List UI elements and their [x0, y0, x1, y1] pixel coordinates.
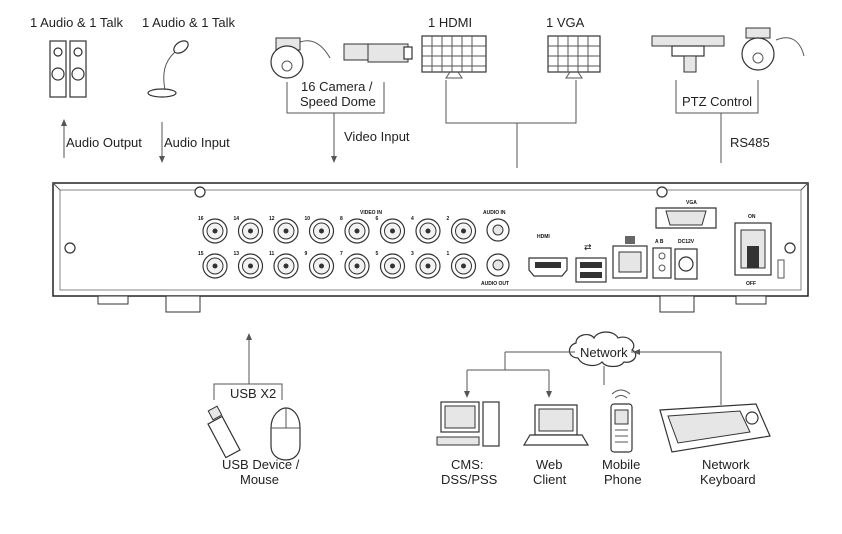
vga-monitor-label: 1 VGA [546, 15, 585, 30]
usb-device-label-line2: Mouse [240, 472, 279, 487]
bnc-port [273, 218, 299, 244]
usb-x2-label: USB X2 [230, 386, 276, 401]
video-in-panel-label: VIDEO IN [360, 210, 382, 216]
hdmi-monitor-icon [421, 35, 487, 79]
bnc-port-number: 5 [376, 251, 379, 257]
laptop-icon [522, 404, 590, 446]
audio-out-port [486, 253, 510, 277]
bnc-port-number: 6 [376, 216, 379, 222]
bnc-port-number: 7 [340, 251, 343, 257]
network-keyboard-label-line2: Keyboard [700, 472, 756, 487]
screw-icon [64, 242, 76, 254]
screw-icon [784, 242, 796, 254]
bnc-port [308, 218, 335, 244]
bnc-port [273, 253, 299, 279]
vga-monitor-icon [547, 35, 601, 79]
bnc-port-number: 2 [447, 216, 450, 222]
bnc-port-number: 14 [234, 216, 240, 222]
mobile-phone-label-line1: Mobile [602, 457, 640, 472]
mic-label: 1 Audio & 1 Talk [142, 15, 235, 30]
bnc-port [202, 218, 228, 244]
audio-input-label: Audio Input [164, 135, 230, 150]
vga-panel-label: VGA [686, 200, 697, 206]
bnc-port-number: 15 [198, 251, 204, 257]
bnc-port [415, 253, 441, 279]
rs485-label: RS485 [730, 135, 770, 150]
bnc-port-number: 11 [269, 251, 275, 257]
audio-output-label: Audio Output [66, 135, 142, 150]
usb-device-label-line1: USB Device / [222, 457, 300, 472]
power-switch [734, 222, 772, 276]
bnc-port [344, 253, 370, 279]
hdmi-monitor-label: 1 HDMI [428, 15, 472, 30]
mouse-icon [270, 407, 301, 461]
speed-dome-camera-icon [270, 37, 331, 79]
ptz-box-camera-icon [651, 35, 725, 73]
bnc-port-number: 9 [305, 251, 308, 257]
audio-in-port [486, 218, 510, 242]
video-input-label: Video Input [344, 129, 410, 144]
audio-out-panel-label: AUDIO OUT [481, 281, 509, 287]
usb-stick-icon [207, 405, 241, 459]
svg-text:⇄: ⇄ [584, 243, 592, 253]
ptz-label: PTZ Control [682, 94, 752, 109]
rs485-ab-label: A B [655, 239, 664, 245]
camera-label-line1: 16 Camera / [301, 79, 373, 94]
power-off-label: OFF [746, 281, 756, 287]
screw-icon [656, 186, 668, 198]
speaker-icon [49, 40, 87, 98]
bnc-port-number: 3 [411, 251, 414, 257]
rs485-terminal [652, 247, 672, 279]
camera-label-line2: Speed Dome [300, 94, 376, 109]
cms-label-line1: CMS: [451, 457, 484, 472]
network-cloud-icon [568, 331, 637, 368]
bnc-port [237, 218, 264, 244]
bnc-port [308, 253, 335, 279]
bnc-port [379, 253, 406, 279]
usb-ports: ⇄ [575, 243, 607, 283]
speaker-label: 1 Audio & 1 Talk [30, 15, 123, 30]
box-camera-icon [343, 43, 413, 63]
screw-icon [194, 186, 206, 198]
network-keyboard-icon [659, 403, 771, 453]
bnc-port [415, 218, 441, 244]
dc-power-label: DC12V [678, 239, 695, 245]
bnc-port-number: 13 [234, 251, 240, 257]
vga-port [655, 207, 717, 229]
bnc-port [344, 218, 370, 244]
mobile-phone-icon [610, 389, 633, 453]
video-in-bnc-ports: 16 14 12 10 8 6 4 2 15 13 11 9 7 5 3 1 [198, 216, 477, 279]
bnc-port [450, 253, 477, 279]
hdmi-panel-label: HDMI [537, 234, 550, 240]
bnc-port [379, 218, 406, 244]
cms-label-line2: DSS/PSS [441, 472, 498, 487]
bnc-port [450, 218, 477, 244]
audio-in-panel-label: AUDIO IN [483, 210, 506, 216]
hdmi-port [528, 257, 568, 277]
bnc-port [237, 253, 264, 279]
ethernet-port [612, 236, 648, 279]
dc-power-port [674, 248, 698, 280]
web-client-label-line2: Client [533, 472, 567, 487]
bnc-port-number: 4 [411, 216, 414, 222]
mobile-phone-label-line2: Phone [604, 472, 642, 487]
power-on-label: ON [748, 214, 756, 220]
bnc-port-number: 1 [447, 251, 450, 257]
network-keyboard-label-line1: Network [702, 457, 750, 472]
microphone-icon [147, 40, 189, 98]
web-client-label-line1: Web [536, 457, 563, 472]
bnc-port [202, 253, 228, 279]
bnc-port-number: 8 [340, 216, 343, 222]
computer-icon [436, 401, 500, 447]
bnc-port-number: 10 [305, 216, 311, 222]
bnc-port-number: 12 [269, 216, 275, 222]
bnc-port-number: 16 [198, 216, 204, 222]
vent-slot [777, 259, 785, 279]
network-label: Network [580, 345, 628, 360]
ptz-dome-camera-icon [741, 27, 805, 71]
